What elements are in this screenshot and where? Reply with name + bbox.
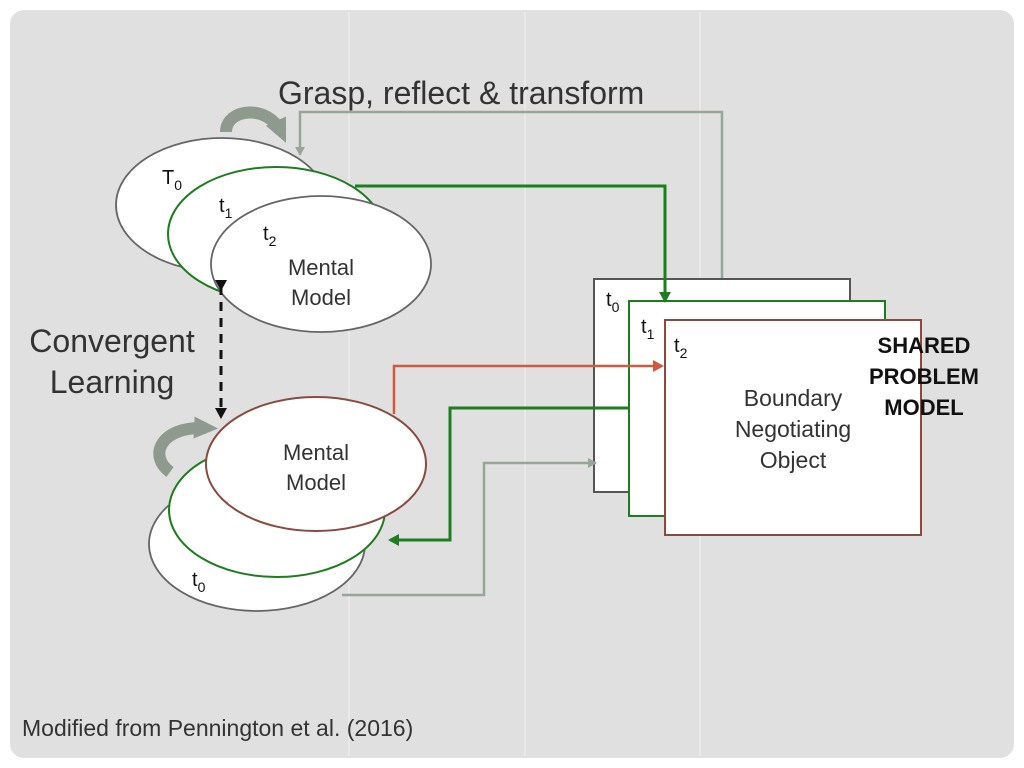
citation-text: Modified from Pennington et al. (2016) — [22, 715, 413, 741]
object-text-line2: Negotiating — [735, 416, 851, 442]
convergent-label-line2: Learning — [50, 364, 175, 400]
top-model-t2-label: t2 — [263, 223, 277, 249]
top-model-t0-label: T0 — [162, 167, 182, 193]
object-t2-label: t2 — [674, 335, 688, 361]
top-model-text-line2: Model — [291, 285, 351, 310]
object-text-line3: Object — [760, 447, 827, 473]
object-t1-label: t1 — [641, 316, 655, 342]
bottom-model-ellipse-t2 — [205, 396, 427, 532]
bottom-model-t0-label: t0 — [192, 569, 206, 595]
green-connector-top — [355, 184, 671, 303]
top-model-text-line1: Mental — [288, 255, 354, 280]
shared-problem-model-line3: MODEL — [884, 395, 963, 420]
red-connector — [392, 360, 664, 414]
green-connector-bottom — [388, 406, 629, 546]
bottom-model-text-line1: Mental — [283, 440, 349, 465]
object-rect-t2 — [664, 319, 922, 536]
self-loop-arrow-bottom — [153, 416, 218, 477]
top-model-ellipse-t2 — [210, 195, 432, 333]
object-t0-label: t0 — [606, 289, 620, 315]
feedback-connector-top — [295, 110, 724, 278]
object-text-line1: Boundary — [744, 385, 843, 411]
bottom-model-text-line2: Model — [286, 470, 346, 495]
diagram-title: Grasp, reflect & transform — [278, 75, 644, 111]
convergent-label-line1: Convergent — [29, 323, 195, 359]
shared-problem-model-line2: PROBLEM — [869, 364, 979, 389]
shared-problem-model-line1: SHARED — [878, 333, 971, 358]
top-model-t1-label: t1 — [219, 195, 233, 221]
self-loop-arrow-top — [220, 106, 287, 143]
gray-connector-bottom — [342, 458, 597, 597]
